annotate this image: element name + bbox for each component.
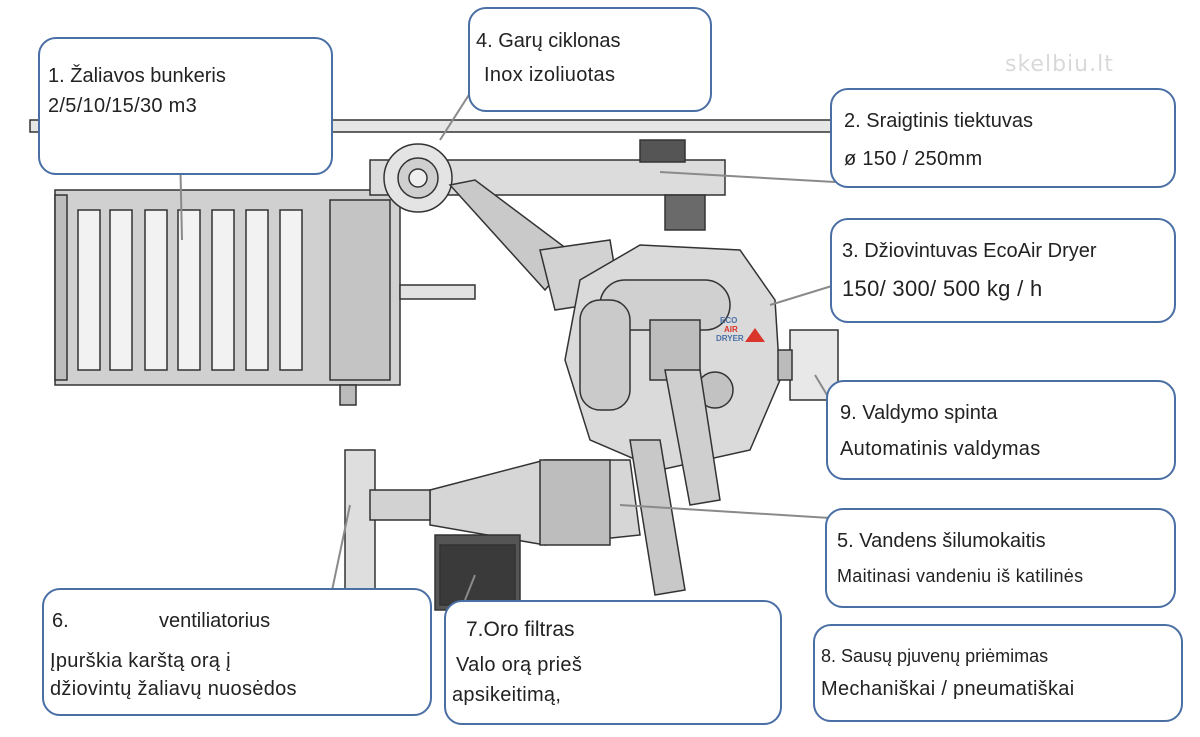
callout-filter-sub2: apsikeitimą, <box>452 684 562 706</box>
callout-cyclone-sub: Inox izoliuotas <box>484 64 616 86</box>
logo-dryer: DRYER <box>716 334 744 343</box>
callout-dryer-sub: 150/ 300/ 500 kg / h <box>842 276 1043 301</box>
pointer-4 <box>439 89 473 141</box>
callout-dryer-title: 3. Džiovintuvas EcoAir Dryer <box>842 240 1097 262</box>
logo-eco: ECO <box>720 316 737 325</box>
callout-heat-title: 5. Vandens šilumokaitis <box>837 530 1046 552</box>
callout-cyclone-title: 4. Garų ciklonas <box>476 30 621 52</box>
callout-bunker-title: 1. Žaliavos bunkeris <box>48 65 226 87</box>
callout-heat-sub: Maitinasi vandeniu iš katilinės <box>837 566 1084 586</box>
pointer-6 <box>329 504 351 601</box>
callout-sawdust-intake: 8. Sausų pjuvenų priėmimas Mechaniškai /… <box>813 624 1183 722</box>
callout-bunker-sub: 2/5/10/15/30 m3 <box>48 95 198 117</box>
callout-screw-sub: ø 150 / 250mm <box>844 148 983 170</box>
pointer-2 <box>659 171 836 183</box>
callout-cabinet-title: 9. Valdymo spinta <box>840 402 998 424</box>
callout-screw-title: 2. Sraigtinis tiektuvas <box>844 110 1033 132</box>
callout-heat-exchanger: 5. Vandens šilumokaitis Maitinasi vanden… <box>825 508 1176 608</box>
pointer-3 <box>769 284 836 306</box>
pointer-5 <box>619 504 831 519</box>
logo-air: AIR <box>724 325 738 334</box>
callout-cabinet-sub: Automatinis valdymas <box>840 438 1041 460</box>
callout-filter-sub1: Valo orą prieš <box>456 654 583 676</box>
callout-screw-conveyor: 2. Sraigtinis tiektuvas ø 150 / 250mm <box>830 88 1176 188</box>
callout-sawdust-title: 8. Sausų pjuvenų priėmimas <box>821 646 1049 666</box>
pointer-7 <box>464 574 476 601</box>
callout-sawdust-sub: Mechaniškai / pneumatiškai <box>821 678 1075 700</box>
callout-control-cabinet: 9. Valdymo spinta Automatinis valdymas <box>826 380 1176 480</box>
callout-air-filter: 7.Oro filtras Valo orą prieš apsikeitimą… <box>444 600 782 725</box>
callout-cyclone: 4. Garų ciklonas Inox izoliuotas <box>468 7 712 112</box>
ecoair-logo: ECO AIR DRYER <box>716 316 765 343</box>
callout-filter-title: 7.Oro filtras <box>466 618 575 641</box>
callout-fan-sub1: Įpurškia karštą orą į <box>50 650 231 672</box>
fan <box>344 449 376 601</box>
callout-fan-sub2: džiovintų žaliavų nuosėdos <box>50 678 297 700</box>
callout-fan-title: ventiliatorius <box>159 610 271 632</box>
callout-dryer: 3. Džiovintuvas EcoAir Dryer 150/ 300/ 5… <box>830 218 1176 323</box>
callout-fan-num: 6. <box>52 610 69 632</box>
callout-fan: 6. ventiliatorius Įpurškia karštą orą į … <box>42 588 432 716</box>
watermark: skelbiu.lt <box>1005 52 1114 77</box>
callout-bunker: 1. Žaliavos bunkeris 2/5/10/15/30 m3 <box>38 37 333 175</box>
